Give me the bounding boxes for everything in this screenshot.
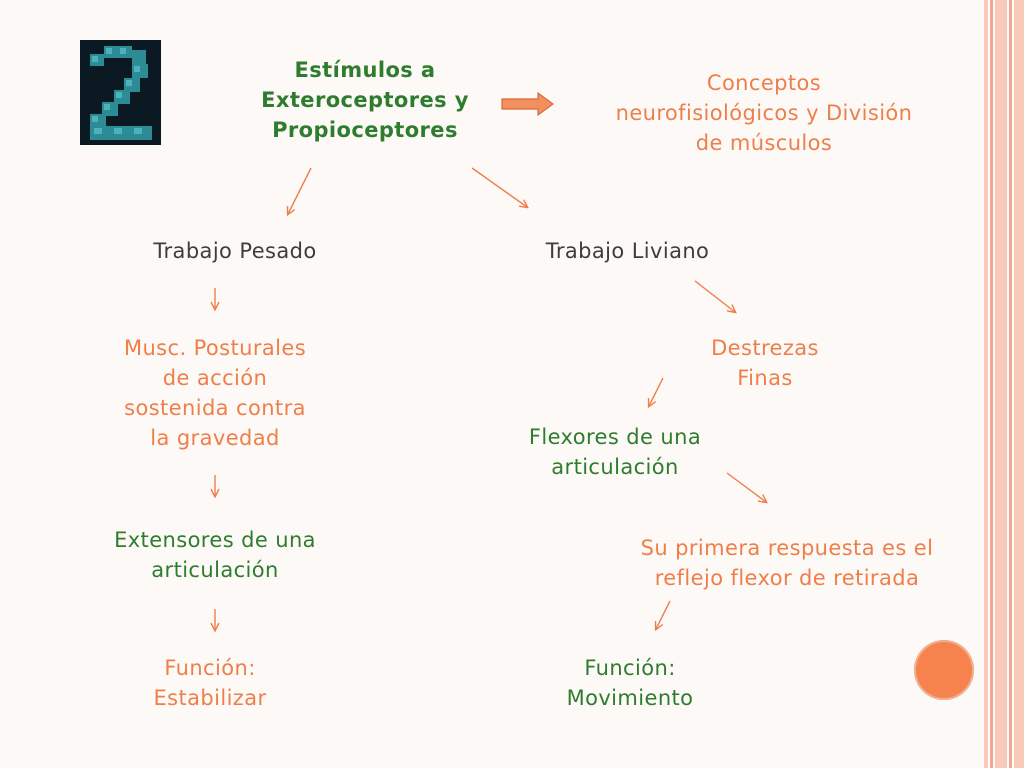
concepts-node-line: neurofisiológicos y División [615, 101, 913, 125]
postural-muscles-line: de acción [162, 366, 268, 390]
fine-skills-line: Destrezas [711, 336, 819, 360]
function-movement-node: Función: Movimiento [530, 653, 730, 713]
postural-muscles-node: Musc. Posturales de acción sostenida con… [80, 333, 350, 453]
arrow-root-to-light [471, 167, 527, 207]
decorative-stripes [984, 0, 1024, 768]
arrow-response-to-function [656, 600, 671, 629]
stripe [1009, 0, 1012, 768]
flexors-line: Flexores de una [528, 425, 702, 449]
root-node-line: Exteroceptores y [261, 88, 469, 112]
function-stabilize-line: Estabilizar [153, 686, 267, 710]
root-node: Estímulos a Exteroceptores y Propiocepto… [230, 55, 500, 145]
root-node-line: Estímulos a [294, 58, 436, 82]
first-response-node: Su primera respuesta es el reflejo flexo… [612, 533, 962, 593]
postural-muscles-line: Musc. Posturales [123, 336, 307, 360]
function-stabilize-line: Función: [164, 656, 256, 680]
stripe [984, 0, 988, 768]
stripe [995, 0, 1007, 768]
extensors-node: Extensores de una articulación [80, 525, 350, 585]
function-movement-line: Movimiento [566, 686, 694, 710]
root-node-line: Propioceptores [272, 118, 458, 142]
flexors-node: Flexores de una articulación [495, 422, 735, 482]
arrow-fine-to-flexors [649, 377, 664, 406]
pixel-number-2-icon [80, 40, 161, 145]
function-movement-line: Función: [584, 656, 676, 680]
concepts-node-line: Conceptos [706, 71, 822, 95]
extensors-line: articulación [151, 558, 279, 582]
fine-skills-line: Finas [737, 366, 793, 390]
block-arrow-right-icon [501, 91, 555, 117]
concepts-node-line: de músculos [695, 131, 833, 155]
function-stabilize-node: Función: Estabilizar [110, 653, 310, 713]
arrow-root-to-heavy [288, 167, 312, 214]
flexors-line: articulación [551, 455, 679, 479]
postural-muscles-line: la gravedad [150, 426, 280, 450]
first-response-line: Su primera respuesta es el [640, 536, 934, 560]
extensors-line: Extensores de una [114, 528, 316, 552]
arrow-flexors-to-response [726, 472, 766, 502]
stripe [1014, 0, 1024, 768]
concepts-node: Conceptos neurofisiológicos y División d… [584, 68, 944, 158]
postural-muscles-line: sostenida contra [124, 396, 306, 420]
stripe [990, 0, 993, 768]
fine-skills-node: Destrezas Finas [680, 333, 850, 393]
first-response-line: reflejo flexor de retirada [654, 566, 920, 590]
arrow-light-to-fine [694, 280, 735, 312]
light-work-node: Trabajo Liviano [545, 239, 710, 263]
heavy-work-node: Trabajo Pesado [153, 239, 317, 263]
decorative-circle [914, 640, 974, 700]
